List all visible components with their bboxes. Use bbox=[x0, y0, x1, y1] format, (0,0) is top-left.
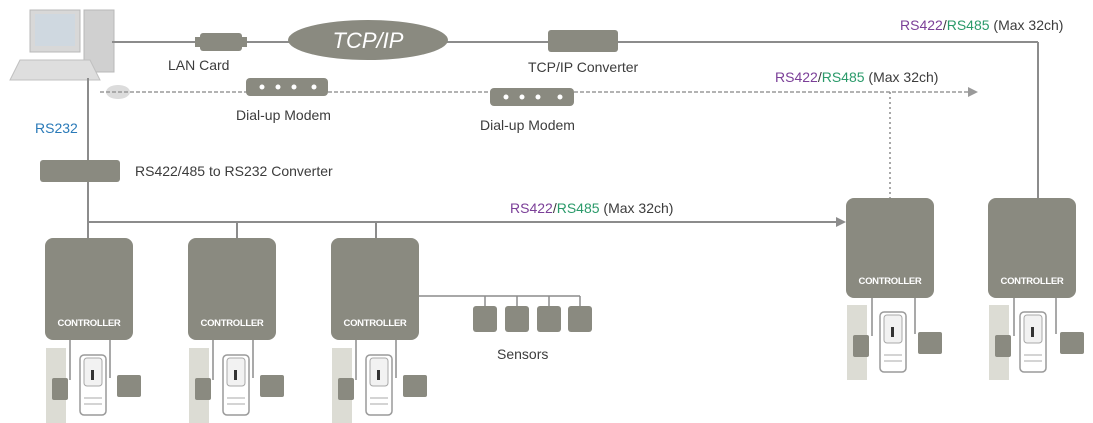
dialup-modem-2-icon bbox=[490, 88, 574, 106]
controller-label: CONTROLLER bbox=[859, 276, 922, 287]
controller-3: CONTROLLER bbox=[331, 238, 427, 423]
controller-label: CONTROLLER bbox=[344, 318, 407, 329]
controller-2: CONTROLLER bbox=[188, 238, 284, 423]
dialup-arrowhead bbox=[968, 87, 978, 97]
sensor-icon bbox=[473, 306, 497, 332]
controller-4: CONTROLLER bbox=[846, 198, 942, 380]
sensor-icon bbox=[505, 306, 529, 332]
controller-box bbox=[45, 238, 133, 340]
sensors-group bbox=[419, 295, 592, 332]
lan-card-label: LAN Card bbox=[168, 57, 229, 73]
sensors-label: Sensors bbox=[497, 346, 548, 362]
computer-icon bbox=[9, 9, 130, 99]
dialup-modem-1-icon bbox=[246, 78, 328, 96]
tcpip-label: TCP/IP bbox=[333, 28, 404, 53]
tcpip-converter-icon bbox=[548, 30, 618, 52]
card-reader-icon bbox=[338, 378, 354, 400]
controller-box bbox=[846, 198, 934, 298]
card-reader-icon bbox=[52, 378, 68, 400]
converter-label: RS422/485 to RS232 Converter bbox=[135, 163, 333, 179]
controller-1: CONTROLLER bbox=[45, 238, 141, 423]
rs232-label: RS232 bbox=[35, 120, 78, 136]
card-reader-icon bbox=[995, 335, 1011, 357]
lan-card-icon bbox=[195, 33, 247, 51]
exit-button-icon bbox=[918, 332, 942, 354]
top-bus-label: RS422/RS485 (Max 32ch) bbox=[900, 17, 1063, 33]
middle-bus-label: RS422/RS485 (Max 32ch) bbox=[775, 69, 938, 85]
bottom-bus-arrowhead bbox=[836, 217, 846, 227]
bottom-bus-label: RS422/RS485 (Max 32ch) bbox=[510, 200, 673, 216]
controller-label: CONTROLLER bbox=[201, 318, 264, 329]
exit-button-icon bbox=[117, 375, 141, 397]
exit-button-icon bbox=[260, 375, 284, 397]
controller-box bbox=[188, 238, 276, 340]
controller-box bbox=[331, 238, 419, 340]
tcpip-converter-label: TCP/IP Converter bbox=[528, 59, 639, 75]
sensor-icon bbox=[537, 306, 561, 332]
card-reader-icon bbox=[195, 378, 211, 400]
exit-button-icon bbox=[1060, 332, 1084, 354]
controller-label: CONTROLLER bbox=[58, 318, 121, 329]
controller-label: CONTROLLER bbox=[1001, 276, 1064, 287]
card-reader-icon bbox=[853, 335, 869, 357]
sensor-icon bbox=[568, 306, 592, 332]
dialup-modem-2-label: Dial-up Modem bbox=[480, 117, 575, 133]
controller-5: CONTROLLER bbox=[988, 198, 1084, 380]
converter-icon bbox=[40, 160, 120, 182]
controller-box bbox=[988, 198, 1076, 298]
dialup-modem-1-label: Dial-up Modem bbox=[236, 107, 331, 123]
tcpip-cloud bbox=[288, 20, 448, 60]
exit-button-icon bbox=[403, 375, 427, 397]
